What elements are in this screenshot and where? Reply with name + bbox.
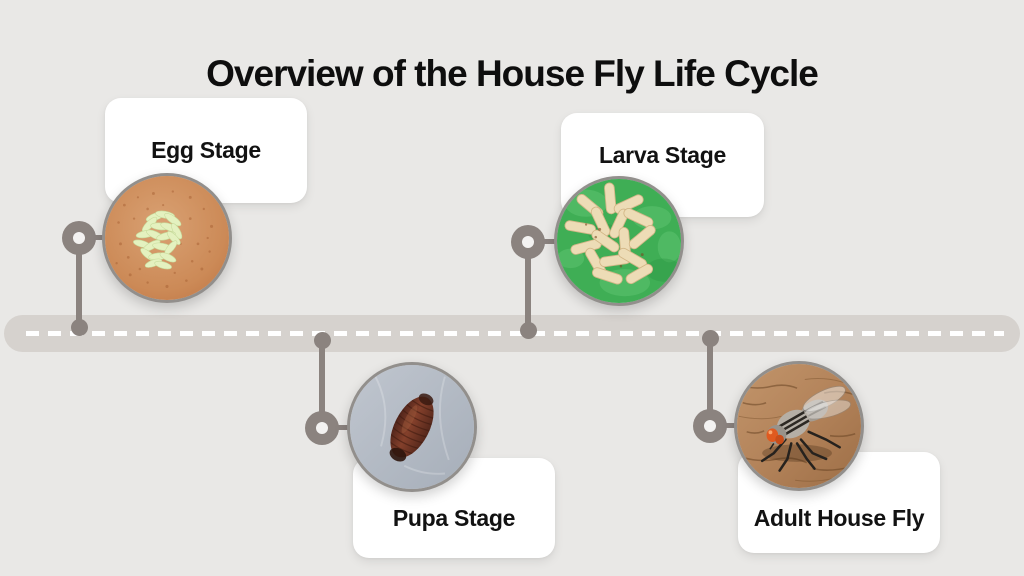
- larva-road-dot-icon: [520, 322, 537, 339]
- pupa-connector-stub: [335, 425, 351, 430]
- maggots-photo-icon: [557, 179, 681, 303]
- pupa-stage-photo: [347, 362, 477, 492]
- egg-stage-label: Egg Stage: [151, 137, 261, 163]
- adult-stage-label: Adult House Fly: [753, 505, 925, 531]
- pupa-timeline-node-icon: [305, 411, 339, 445]
- house-fly-photo-icon: [737, 364, 861, 488]
- page-title: Overview of the House Fly Life Cycle: [206, 52, 819, 94]
- adult-stage-photo: [734, 361, 864, 491]
- egg-connector-line: [76, 242, 82, 330]
- timeline-road: [4, 315, 1020, 352]
- egg-connector-stub: [92, 235, 108, 240]
- egg-stage-photo: [102, 173, 232, 303]
- pupa-photo-icon: [350, 365, 474, 489]
- larva-stage-label: Larva Stage: [598, 141, 727, 168]
- pupa-connector-line: [319, 340, 325, 422]
- larva-connector-stub: [541, 239, 557, 244]
- larva-stage-photo: [554, 176, 684, 306]
- larva-timeline-node-icon: [511, 225, 545, 259]
- egg-road-dot-icon: [71, 319, 88, 336]
- adult-timeline-node-icon: [693, 409, 727, 443]
- adult-connector-stub: [723, 423, 739, 428]
- larva-connector-line: [525, 246, 531, 332]
- adult-connector-line: [707, 338, 713, 414]
- pupa-stage-label: Pupa Stage: [392, 504, 516, 531]
- fly-eggs-photo-icon: [105, 176, 229, 300]
- road-center-dashes-icon: [26, 331, 1004, 336]
- egg-timeline-node-icon: [62, 221, 96, 255]
